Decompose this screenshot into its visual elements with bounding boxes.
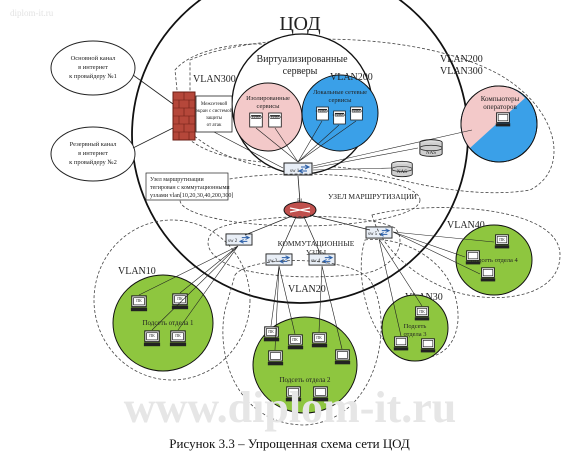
router-icon [283, 201, 317, 219]
vlan20-region [222, 260, 382, 426]
firewall-box [195, 95, 233, 133]
pc-icon [495, 112, 511, 127]
local-services-label-1: Локальные сетевые [313, 89, 367, 96]
pc-label: ПК [419, 309, 425, 314]
pc-label: ПК [136, 298, 142, 303]
server-links [213, 120, 473, 171]
vlan10-links [138, 245, 239, 331]
pc-icon [465, 250, 481, 265]
routing-note [145, 172, 229, 201]
subnet-3-label-2: отдела 3 [403, 331, 426, 338]
firewall-label-4: от атак [207, 123, 222, 128]
subnet-3-label-1: Подсеть [404, 323, 427, 330]
backup-channel-label-2: в интернет [78, 150, 108, 157]
pc-label: ПК [177, 296, 183, 301]
routing-node-region [179, 173, 421, 227]
watermark-top: diplom-it.ru [10, 8, 54, 18]
switching-label-1: КОММУТАЦИОННЫЕ [278, 239, 355, 248]
vlan30-region [360, 238, 459, 359]
server-label: СЕРВЕР [269, 115, 282, 119]
pc-label: ПК [149, 333, 155, 338]
watermark-bottom: www.diplom-it.ru [124, 383, 456, 432]
vlan10-label: VLAN10 [118, 266, 156, 277]
pc-label: ПК [292, 337, 298, 342]
server-label: СЕРВЕР [316, 109, 329, 113]
firewall-label-1: Межсетевой [201, 102, 228, 107]
subnet-4-label: Подсеть отдела 4 [470, 257, 518, 264]
pc-label: ПК [268, 329, 274, 334]
pc-icon [420, 338, 436, 353]
vlan40-links [392, 231, 495, 275]
pc-label: ПК [499, 237, 505, 242]
vlan40-region [371, 207, 561, 298]
vlan300-label: VLAN300 [193, 74, 236, 85]
virtualized-label-2: серверы [283, 66, 318, 77]
nas-label: NAS [397, 170, 407, 175]
vlan30-links [378, 238, 423, 337]
link [132, 74, 174, 149]
vlan10-region [93, 219, 251, 381]
backup-channel-label-3: к провайдеру №2 [69, 159, 117, 166]
vlan200-label-right: VLAN200 [440, 54, 483, 65]
link [297, 175, 301, 203]
isolated-label-1: Изолированные [246, 95, 290, 102]
dc-title: ЦОД [279, 13, 321, 35]
pc-icon [480, 267, 496, 282]
pc-label: ПК [175, 333, 181, 338]
local-services-label-2: сервисы [329, 97, 353, 104]
router-links [244, 214, 371, 254]
pc-icon [393, 336, 409, 351]
pc-label: ПК [316, 335, 322, 340]
server-label: СЕРВЕР [350, 109, 363, 113]
vlan300-label-right: VLAN300 [440, 66, 483, 77]
operators-label-2: операторов [483, 103, 517, 111]
virtualized-label-1: Виртуализированные [256, 54, 348, 65]
vlan20-links [270, 265, 343, 351]
subnet-2-label: Подсеть отдела 2 [279, 376, 331, 384]
sw1-label: sw 1 [290, 169, 300, 174]
subnet-1-label: Подсеть отдела 1 [142, 319, 194, 327]
pc-icon [267, 350, 284, 366]
operators-label-1: Компьютеры [481, 95, 520, 103]
server-label: СЕРВЕР [250, 115, 263, 119]
subnet-4 [455, 224, 533, 296]
switching-label-2: УЗЛЫ [306, 248, 327, 257]
pc-icon [334, 349, 351, 365]
firewall-label-3: защиты [206, 116, 223, 121]
vlan40-label: VLAN40 [447, 220, 485, 231]
main-channel-label-2: в интернет [78, 64, 108, 71]
isolated-label-2: сервисы [257, 103, 281, 110]
main-channel-label-3: к провайдеру №1 [69, 73, 117, 80]
nas-label: NAS [426, 151, 436, 156]
main-channel-cloud [50, 40, 136, 96]
main-channel-label-1: Основной канал [71, 55, 117, 62]
backup-channel-label-1: Резервный канал [70, 141, 118, 148]
routing-node-label: УЗЕЛ МАРШРУТИЗАЦИИ [328, 192, 418, 201]
routing-note-3: узлами vlan[10,20,30,40,200,300] [150, 193, 233, 199]
firewall-icon [172, 91, 196, 141]
firewall-label-2: экран с системой [196, 109, 233, 114]
sw4-label: sw 4 [311, 259, 321, 264]
backup-channel-cloud [50, 126, 136, 182]
vlan200-300-region [189, 38, 555, 194]
routing-note-1: Узел маршрутизации [150, 177, 204, 183]
vlan300-region [174, 43, 331, 171]
figure-caption: Рисунок 3.3 – Упрощенная схема сети ЦОД [169, 436, 410, 451]
vlan20-label: VLAN20 [288, 284, 326, 295]
sw5-label: sw 5 [368, 232, 378, 237]
routing-note-2: тегирован с коммутационными [150, 185, 230, 191]
server-label: СЕРВЕР [333, 113, 346, 117]
vlan200-label: VLAN200 [330, 72, 373, 83]
sw2-label: sw 2 [228, 239, 238, 244]
